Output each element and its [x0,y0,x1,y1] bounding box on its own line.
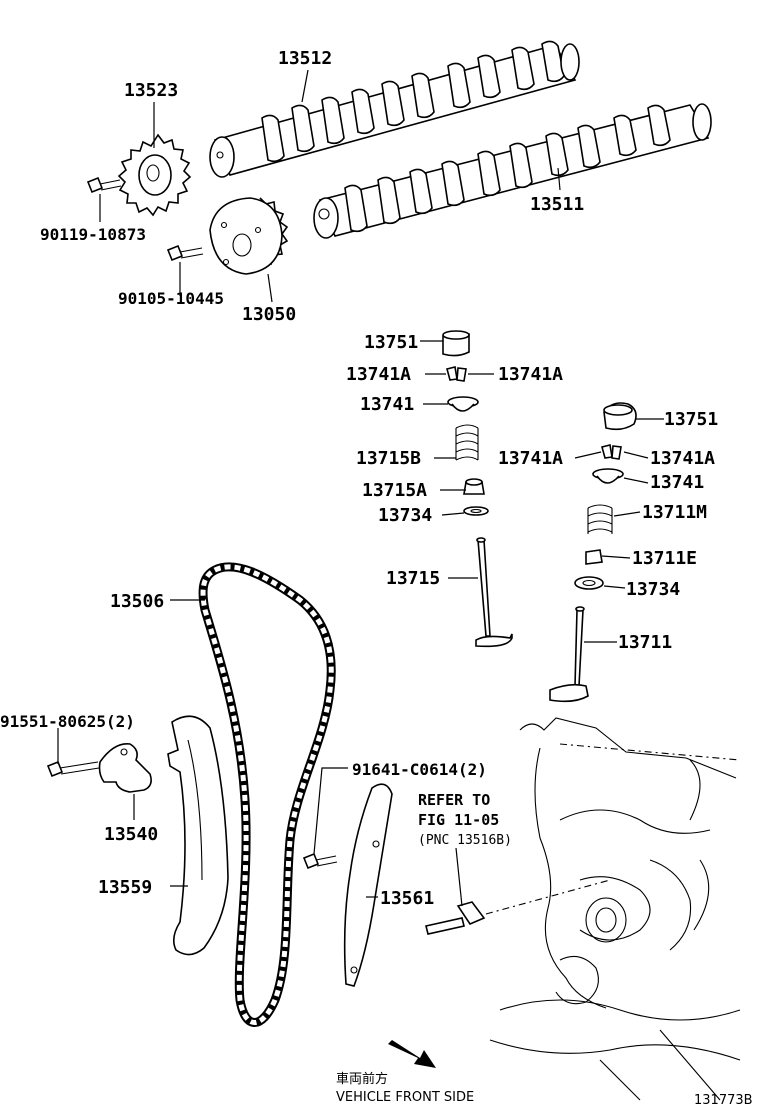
valve-spring-retainer-13741-left[interactable] [447,396,479,412]
vehicle-front-jp: 車両前方 [336,1071,388,1087]
engine-block-partial [489,717,741,1101]
chain-tensioner-13540[interactable] [98,743,152,793]
chain-tensioner-arm-13559[interactable] [167,715,229,956]
note-fig[interactable]: FIG 11-05 [418,811,499,829]
label-13751-right[interactable]: 13751 [664,409,718,430]
valve-spring-13715B[interactable] [455,424,479,461]
label-13523[interactable]: 13523 [124,80,178,101]
label-13751-left[interactable]: 13751 [364,332,418,353]
label-13512[interactable]: 13512 [278,48,332,69]
label-13050[interactable]: 13050 [242,304,296,325]
label-13715[interactable]: 13715 [386,568,440,589]
label-13741-left[interactable]: 13741 [360,394,414,415]
label-13741A-right-2[interactable]: 13741A [650,448,715,469]
valve-seat-13734-left[interactable] [463,506,489,516]
label-13559[interactable]: 13559 [98,877,152,898]
label-13715B[interactable]: 13715B [356,448,421,469]
timing-chain-13506[interactable] [198,562,336,1027]
note-refer-to: REFER TO [418,791,490,809]
valve-stem-seal-13711E[interactable] [585,549,603,565]
vehicle-front-arrow-icon [388,1040,436,1068]
label-90119-10873[interactable]: 90119-10873 [40,225,146,244]
leader-lines [57,69,664,907]
bolt-91641-C0614[interactable] [302,852,338,870]
label-13741-right[interactable]: 13741 [650,472,704,493]
valve-stem-seal-13715A[interactable] [463,478,485,495]
valve-keeper-13741A-left[interactable] [446,366,467,382]
label-13715A[interactable]: 13715A [362,480,427,501]
bolt-90119-10873[interactable] [86,176,122,194]
valve-spring-13711M[interactable] [587,504,613,534]
camshaft-timing-gear-13050[interactable] [209,197,289,275]
label-13734-left[interactable]: 13734 [378,505,432,526]
intake-valve-13715[interactable] [475,537,513,648]
camshaft-sprocket-13523[interactable] [117,133,192,217]
valve-spring-retainer-13741-right[interactable] [592,468,624,484]
camshaft-13512[interactable] [209,40,580,178]
label-13540[interactable]: 13540 [104,824,158,845]
label-13741A-left-1[interactable]: 13741A [346,364,411,385]
label-13711[interactable]: 13711 [618,632,672,653]
label-13741A-left-2[interactable]: 13741A [498,448,563,469]
camshaft-13511[interactable] [313,103,712,239]
valve-keeper-13741A-right[interactable] [601,444,622,460]
valve-lifter-13751-right[interactable] [603,402,637,431]
valve-lifter-13751-left[interactable] [442,330,470,357]
label-13741A-right-1[interactable]: 13741A [498,364,563,385]
label-13561[interactable]: 13561 [380,888,434,909]
exhaust-valve-13711[interactable] [549,606,589,703]
label-13711E[interactable]: 13711E [632,548,697,569]
label-91551-80625[interactable]: 91551-80625(2) [0,712,135,731]
label-13734-right[interactable]: 13734 [626,579,680,600]
chain-guide-13561[interactable] [343,783,393,987]
label-91641-C0614[interactable]: 91641-C0614(2) [352,760,487,779]
bolt-91551-80625[interactable] [46,760,100,778]
label-13511[interactable]: 13511 [530,194,584,215]
label-90105-10445[interactable]: 90105-10445 [118,289,224,308]
label-13711M[interactable]: 13711M [642,502,707,523]
valve-seat-13734-right[interactable] [574,576,604,590]
part-labels: 13512 13523 90119-10873 13511 90105-1044… [0,48,753,1108]
chain-oil-jet-13516B[interactable] [425,879,611,935]
label-13506[interactable]: 13506 [110,591,164,612]
figure-id: 131773B [694,1093,753,1108]
note-pnc[interactable]: (PNC 13516B) [418,833,512,848]
vehicle-front-en: VEHICLE FRONT SIDE [336,1090,474,1105]
bolt-90105-10445[interactable] [166,244,204,262]
